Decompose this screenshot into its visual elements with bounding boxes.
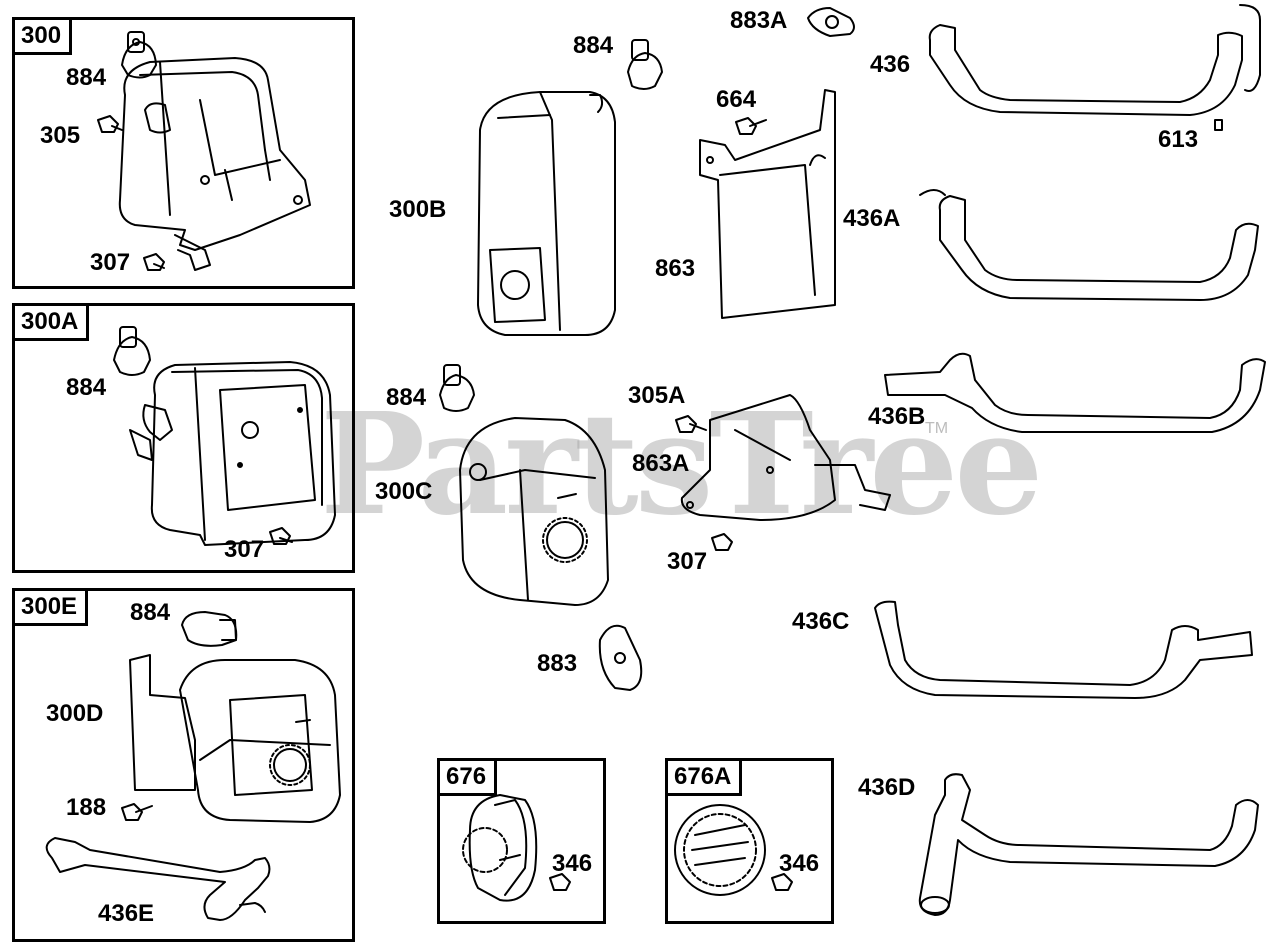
part-label-307[interactable]: 307: [224, 536, 265, 563]
screw-613[interactable]: [1214, 119, 1223, 131]
muffler-guard-676A[interactable]: [674, 804, 766, 896]
part-label-300C[interactable]: 300C: [375, 478, 433, 505]
part-label-436B[interactable]: 436B: [868, 403, 926, 430]
part-label-346[interactable]: 346: [779, 850, 820, 877]
box-label-300A: 300A: [15, 306, 90, 341]
part-label-305A[interactable]: 305A: [628, 382, 686, 409]
exhaust-pipe-436E[interactable]: [45, 837, 271, 921]
group-box-676: [437, 758, 606, 924]
muffler-300[interactable]: [118, 57, 311, 271]
group-box-676A: [665, 758, 834, 924]
part-label-436[interactable]: 436: [870, 51, 911, 78]
clamp-884-c[interactable]: [181, 611, 238, 647]
heat-shield-863A[interactable]: [680, 394, 891, 521]
exhaust-pipe-436D[interactable]: [918, 773, 1259, 916]
bolt-307-c[interactable]: [711, 533, 733, 551]
bolt-305A[interactable]: [675, 415, 707, 433]
group-box-300E: [12, 588, 355, 942]
muffler-300D[interactable]: [129, 654, 341, 823]
group-box-300: [12, 17, 355, 289]
box-label-300E: 300E: [15, 591, 89, 626]
clamp-884-e[interactable]: [439, 364, 475, 412]
part-label-436C[interactable]: 436C: [792, 608, 850, 635]
muffler-300B[interactable]: [477, 91, 616, 336]
part-label-884[interactable]: 884: [66, 64, 107, 91]
part-label-884[interactable]: 884: [130, 599, 171, 626]
part-label-863A[interactable]: 863A: [632, 450, 690, 477]
part-label-300B[interactable]: 300B: [389, 196, 447, 223]
bolt-346-a[interactable]: [549, 873, 571, 891]
heat-shield-863[interactable]: [699, 89, 836, 319]
part-label-863[interactable]: 863: [655, 255, 696, 282]
box-label-300: 300: [15, 20, 73, 55]
trademark-symbol: TM: [925, 420, 949, 437]
group-box-300A: [12, 303, 355, 573]
bolt-307-b[interactable]: [269, 527, 293, 545]
part-label-436A[interactable]: 436A: [843, 205, 901, 232]
exhaust-pipe-436[interactable]: [928, 4, 1261, 116]
gasket-883A[interactable]: [807, 7, 855, 37]
part-label-305[interactable]: 305: [40, 122, 81, 149]
part-label-613[interactable]: 613: [1158, 126, 1199, 153]
bolt-307-a[interactable]: [143, 253, 165, 271]
part-label-436D[interactable]: 436D: [858, 774, 916, 801]
part-label-300D[interactable]: 300D: [46, 700, 104, 727]
muffler-300A[interactable]: [129, 361, 336, 546]
part-label-664[interactable]: 664: [716, 86, 757, 113]
clamp-884-a[interactable]: [121, 31, 157, 79]
gasket-883[interactable]: [598, 624, 643, 691]
part-label-307[interactable]: 307: [90, 249, 131, 276]
bolt-188[interactable]: [121, 803, 153, 821]
muffler-guard-676[interactable]: [462, 794, 538, 902]
exhaust-pipe-436A[interactable]: [919, 189, 1259, 301]
part-label-188[interactable]: 188: [66, 794, 107, 821]
part-label-346[interactable]: 346: [552, 850, 593, 877]
part-label-307[interactable]: 307: [667, 548, 708, 575]
exhaust-pipe-436C[interactable]: [874, 600, 1253, 699]
clamp-884-d[interactable]: [627, 39, 663, 90]
part-label-436E[interactable]: 436E: [98, 900, 155, 927]
bolt-305[interactable]: [97, 115, 123, 133]
part-label-884[interactable]: 884: [66, 374, 107, 401]
clamp-884-b[interactable]: [113, 326, 151, 376]
muffler-300C[interactable]: [459, 417, 609, 606]
part-label-884[interactable]: 884: [573, 32, 614, 59]
part-label-883[interactable]: 883: [537, 650, 578, 677]
part-label-884[interactable]: 884: [386, 384, 427, 411]
part-label-883A[interactable]: 883A: [730, 7, 788, 34]
bolt-664[interactable]: [735, 117, 767, 135]
exhaust-pipe-436B[interactable]: [884, 352, 1266, 433]
box-label-676: 676: [440, 761, 498, 796]
box-label-676A: 676A: [668, 761, 743, 796]
bolt-346-b[interactable]: [771, 873, 793, 891]
